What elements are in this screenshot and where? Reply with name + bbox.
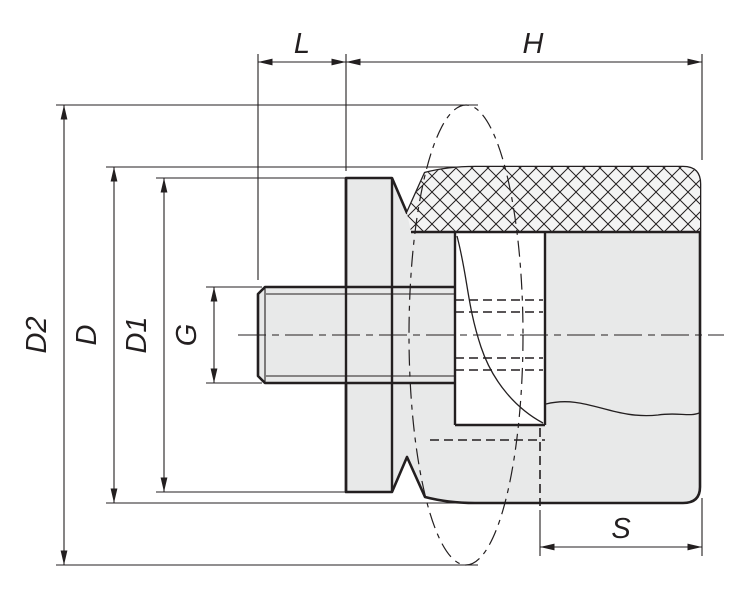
- cap-crosshatch: [407, 167, 700, 232]
- dimension-D: D: [71, 166, 458, 504]
- dimension-H: H: [346, 28, 703, 160]
- dimension-D2: D2: [21, 104, 478, 566]
- dimension-G: G: [171, 286, 262, 384]
- dimension-S: S: [539, 498, 703, 556]
- dim-label-G: G: [171, 324, 203, 347]
- dimension-D1: D1: [121, 177, 350, 493]
- dim-label-H: H: [523, 28, 544, 60]
- dim-label-L: L: [294, 28, 310, 60]
- insert-pocket: [455, 232, 545, 425]
- break-line-right: [545, 401, 700, 417]
- dim-label-S: S: [611, 513, 631, 545]
- dim-label-D1: D1: [121, 316, 153, 353]
- dim-label-D2: D2: [21, 316, 53, 353]
- part-geometry: [256, 165, 702, 506]
- dim-label-D: D: [71, 324, 103, 345]
- dimension-L: L: [257, 28, 347, 280]
